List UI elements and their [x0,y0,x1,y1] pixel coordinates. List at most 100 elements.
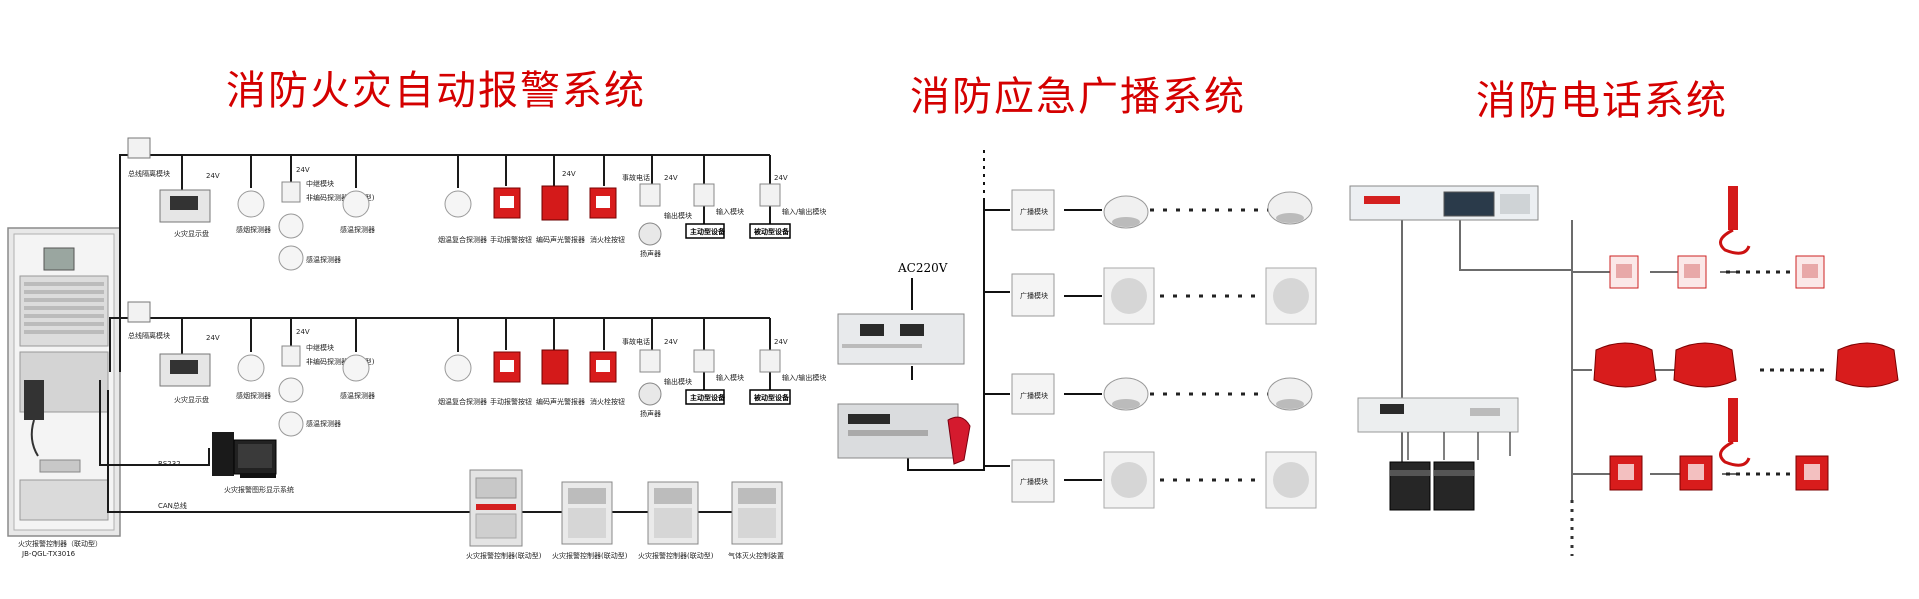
gas-extinguishing-panel-icon [731,481,783,545]
relay-module-label: 中继模块 [306,343,334,352]
phone-jack-icon [1609,255,1639,289]
relay-module-icon [281,181,301,203]
ceiling-speaker-icon [1103,377,1149,411]
smoke-detector-icon [237,354,265,382]
ceiling-speaker-icon [1103,195,1149,229]
voltage-24v-label: 24V [664,338,678,346]
linkage-panel-icon [647,481,699,545]
speaker-label: 扬声器 [640,409,661,418]
panel-label: 火灾报警控制器(联动型) [552,551,628,560]
title-fire-alarm-system: 消防火灾自动报警系统 [226,68,646,114]
smoke-heat-detector-label: 烟温复合探测器 [438,397,487,406]
ceiling-speaker-icon [1267,377,1313,411]
smoke-heat-detector-label: 烟温复合探测器 [438,235,487,244]
speaker-chain-dotted [1150,208,1268,482]
io-module-icon [759,183,781,207]
ac220v-label: AC220V [897,261,948,275]
sound-light-alarm-icon [541,349,569,385]
can-bus-label: CAN总线 [158,501,187,510]
wall-speaker-icon [1265,451,1317,509]
title-fire-telephone-system: 消防电话系统 [1476,78,1728,124]
heat-detector-icon [342,354,370,382]
graphic-system-label: 火灾报警图形显示系统 [224,485,294,494]
non-coded-detector-label: 非编码探测器(电池型) [306,357,375,366]
manual-button-label: 手动报警按钮 [490,235,532,244]
phone-chain-dotted [1726,270,1824,476]
io-module-icon [759,349,781,373]
handheld-phone-icon [1719,186,1751,255]
fire-telephone-host-icon [1349,185,1539,221]
active-device-label: 主动型设备 [690,227,726,236]
battery-icon [1389,461,1431,511]
hydrant-button-label: 消火栓按钮 [590,397,625,406]
broadcast-module-icon [1011,189,1055,231]
fire-telephone-icon [1835,342,1899,388]
isolator-module-icon [127,137,151,159]
relay-module-label: 中继模块 [306,179,334,188]
input-module-label: 输入模块 [716,207,744,216]
phone-jack-icon [1795,255,1825,289]
panel-label: 火灾报警控制器(联动型) [638,551,714,560]
passive-device-label: 被动型设备 [754,393,790,402]
heat-detector-label: 感温探测器 [340,391,375,400]
isolator-module-icon [127,301,151,323]
fire-alarm-controller-cabinet [7,227,121,537]
io-module-label: 输入/输出模块 [782,207,826,216]
title-emergency-broadcast-system: 消防应急广播系统 [910,74,1246,120]
linkage-panel-icon [561,481,613,545]
controller-model-label: JB-QGL-TX3016 [21,550,76,558]
linkage-panel-icon [469,469,523,547]
wall-speaker-icon [1103,451,1155,509]
manual-button-label: 手动报警按钮 [490,397,532,406]
detector-icon [278,411,304,437]
broadcast-host-icon [837,403,971,465]
sound-light-alarm-label: 编码声光警报器 [536,235,585,244]
phone-jack-icon [1677,255,1707,289]
speaker-label: 扬声器 [640,249,661,258]
fire-telephone-label: 事故电话 [622,173,650,182]
wall-speaker-icon [1103,267,1155,325]
io-module-label: 输入/输出模块 [782,373,826,382]
fire-telephone-icon [1673,342,1737,388]
heat-detector-label: 感温探测器 [306,419,341,428]
broadcast-module-label: 广播模块 [1020,291,1048,300]
smoke-heat-detector-icon [444,190,472,218]
broadcast-module-icon [1011,273,1055,317]
controller-name-label: 火灾报警控制器（联动型） [18,539,102,548]
output-module-label: 输出模块 [664,377,692,386]
sound-light-alarm-label: 编码声光警报器 [536,397,585,406]
battery-icon [1433,461,1475,511]
smoke-detector-icon [237,190,265,218]
fire-display-label: 火灾显示盘 [174,229,209,238]
active-device-label: 主动型设备 [690,393,726,402]
voltage-24v-label: 24V [296,166,310,174]
sound-light-alarm-icon [541,185,569,221]
output-module-label: 输出模块 [664,211,692,220]
broadcast-module-label: 广播模块 [1020,391,1048,400]
fire-telephone-label: 事故电话 [622,337,650,346]
heat-detector-label: 感温探测器 [340,225,375,234]
broadcast-module-icon [1011,459,1055,503]
isolator-module-label: 总线隔离模块 [128,331,170,340]
fire-display-panel-icon [159,353,211,387]
handheld-phone-icon [1719,398,1751,467]
broadcast-module-icon [1011,373,1055,415]
smoke-detector-label: 感烟探测器 [236,391,271,400]
passive-device-label: 被动型设备 [754,227,790,236]
speaker-icon [638,222,662,246]
isolator-module-label: 总线隔离模块 [128,169,170,178]
fire-display-label: 火灾显示盘 [174,395,209,404]
bus-line-lower [109,317,770,372]
power-supply-icon [1357,397,1519,433]
broadcast-module-label: 广播模块 [1020,207,1048,216]
voltage-24v-label: 24V [206,172,220,180]
input-module-icon [693,349,715,373]
smoke-heat-detector-icon [444,354,472,382]
non-coded-detector-label: 非编码探测器(电池型) [306,193,375,202]
fire-telephone-icon [1593,342,1657,388]
heat-detector-label: 感温探测器 [306,255,341,264]
ceiling-speaker-icon [1267,191,1313,225]
detector-icon [278,377,304,403]
voltage-24v-label: 24V [206,334,220,342]
